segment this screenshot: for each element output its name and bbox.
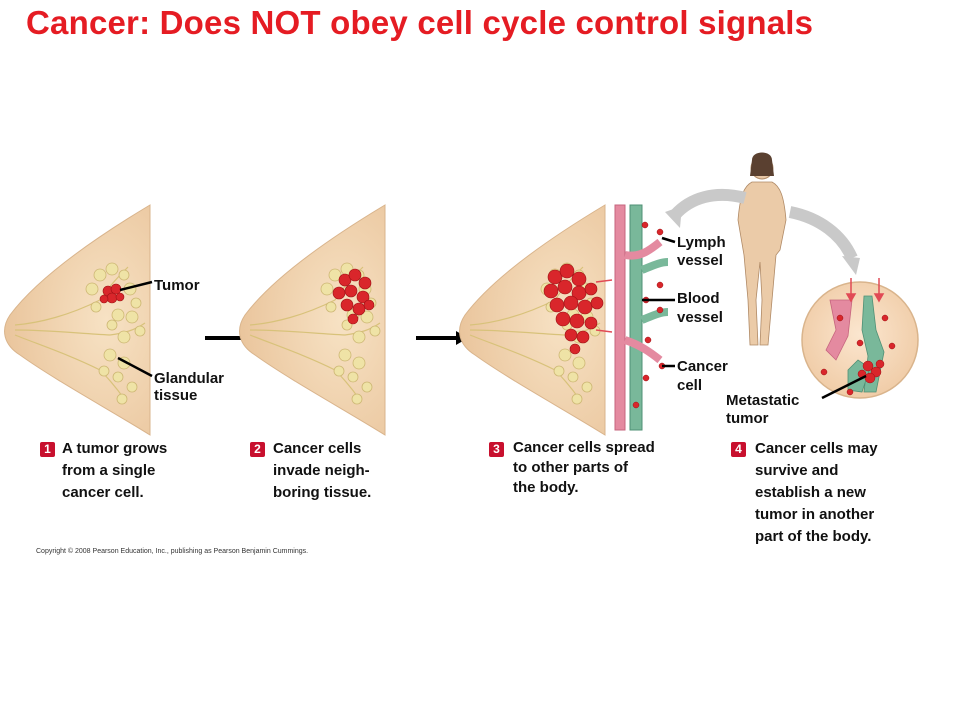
vessels — [595, 204, 669, 431]
label-cancer-2: cell — [677, 377, 703, 394]
spread-arrows — [665, 188, 860, 275]
glandular-pointer — [117, 356, 153, 378]
page-title: Cancer: Does NOT obey cell cycle control… — [26, 4, 814, 41]
tumor-medium — [332, 268, 375, 325]
label-blood-1: Blood — [677, 290, 720, 307]
step-4-badge: 4 — [731, 442, 746, 457]
metastasis-inset — [801, 278, 919, 399]
label-lymph-1: Lymph — [677, 234, 726, 251]
label-glandular-2: tissue — [154, 387, 198, 404]
step-2-badge: 2 — [250, 442, 265, 457]
label-cancer-1: Cancer — [677, 358, 728, 375]
tumor-large — [543, 263, 604, 355]
label-metastatic-2: tumor — [726, 410, 769, 427]
copyright-notice: Copyright © 2008 Pearson Education, Inc.… — [36, 548, 309, 555]
breast-3 — [458, 204, 606, 436]
breast-1 — [3, 204, 151, 436]
step-1-badge: 1 — [40, 442, 55, 457]
step-3-badge: 3 — [489, 442, 504, 457]
label-lymph-2: vessel — [677, 252, 723, 269]
label-metastatic-1: Metastatic — [726, 392, 800, 409]
label-tumor: Tumor — [154, 277, 200, 294]
label-glandular-1: Glandular — [154, 370, 225, 387]
human-figure — [737, 152, 787, 346]
tumor-pointer — [119, 280, 153, 292]
breast-2 — [238, 204, 386, 436]
label-blood-2: vessel — [677, 309, 723, 326]
tumor-small — [99, 283, 125, 304]
